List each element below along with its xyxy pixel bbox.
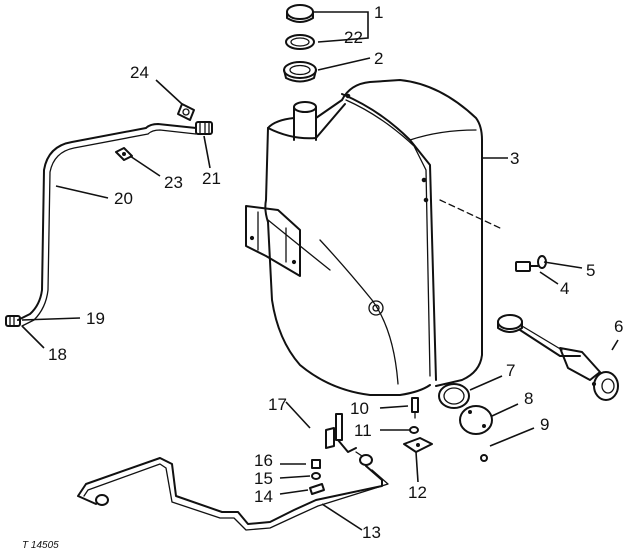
- callout-18: 18: [48, 345, 67, 364]
- drain-washer: [409, 426, 419, 434]
- callout-16: 16: [254, 451, 273, 470]
- filler-cap: [286, 4, 314, 23]
- line-fitting: [195, 121, 213, 135]
- callout-12: 12: [408, 483, 427, 502]
- fuel-pipe: [77, 457, 389, 531]
- callout-labels: 1 22 2 3 5 4 6 7 8 9 10 11 12 17 16 15 1…: [48, 3, 623, 542]
- leader-lines: [21, 11, 619, 531]
- callout-10: 10: [350, 399, 369, 418]
- callout-21: 21: [202, 169, 221, 188]
- fuel-tank: [245, 79, 501, 396]
- callout-8: 8: [524, 389, 533, 408]
- callout-24: 24: [130, 63, 149, 82]
- fitting-15: [311, 472, 321, 480]
- callout-23: 23: [164, 173, 183, 192]
- callout-13: 13: [362, 523, 381, 542]
- callout-9: 9: [540, 415, 549, 434]
- callout-5: 5: [586, 261, 595, 280]
- sender-cover: [459, 405, 493, 435]
- callout-2: 2: [374, 49, 383, 68]
- callout-22: 22: [344, 28, 363, 47]
- cover-screw: [480, 454, 488, 462]
- callout-19: 19: [86, 309, 105, 328]
- sender-gasket: [438, 383, 470, 409]
- filler-neck-ring: [283, 61, 317, 83]
- drain-bolt: [411, 397, 419, 419]
- fuel-line: [17, 123, 197, 327]
- drain-valve: [325, 413, 373, 466]
- callout-4: 4: [560, 279, 569, 298]
- callout-15: 15: [254, 469, 273, 488]
- fitting-14: [309, 483, 325, 495]
- callout-7: 7: [506, 361, 515, 380]
- fuel-gauge-sender: [497, 314, 619, 401]
- line-end-fitting: [5, 315, 21, 327]
- callout-11: 11: [354, 421, 372, 440]
- callout-17: 17: [268, 395, 287, 414]
- elbow-fitting: [177, 103, 195, 121]
- callout-14: 14: [254, 487, 273, 506]
- bolt: [515, 261, 539, 272]
- figure-id: T 14505: [22, 540, 59, 551]
- callout-6: 6: [614, 317, 623, 336]
- callout-3: 3: [510, 149, 519, 168]
- callout-1: 1: [374, 3, 383, 22]
- line-clip: [115, 147, 133, 161]
- drain-strap: [403, 437, 433, 453]
- cap-gasket: [285, 34, 315, 50]
- callout-20: 20: [114, 189, 133, 208]
- fitting-16: [311, 459, 321, 469]
